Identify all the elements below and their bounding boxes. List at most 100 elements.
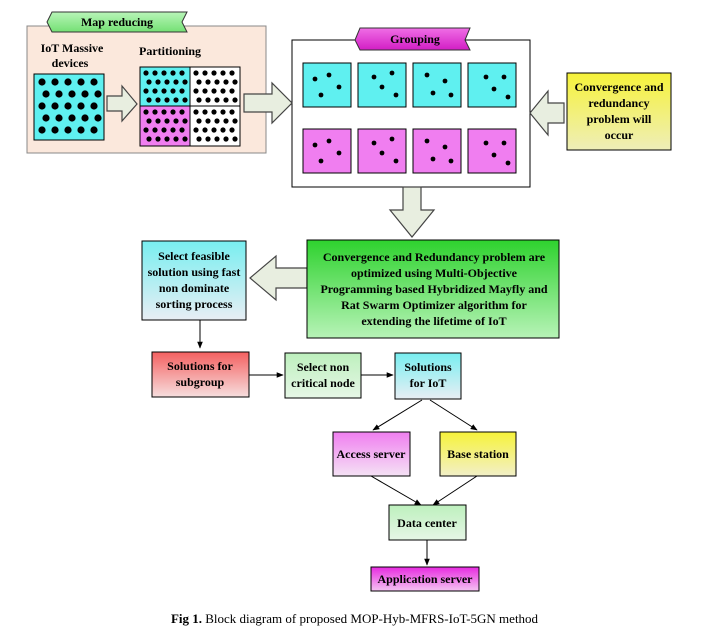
group-cell-cyan (467, 62, 517, 108)
convergence-note-line3: problem will (587, 112, 652, 126)
group-dot (371, 140, 377, 146)
partition-dot (196, 79, 202, 85)
partition-dot (196, 118, 202, 124)
partition-dot (220, 109, 226, 115)
partition-dot (182, 118, 188, 124)
group-dot (326, 72, 332, 78)
partition-dot (146, 97, 152, 103)
partition-dot (223, 136, 229, 142)
group-dot (312, 76, 318, 82)
iot-device-dots (38, 78, 102, 134)
partition-dot (232, 136, 238, 142)
partition-dot (146, 136, 152, 142)
partition-dot (193, 109, 199, 115)
partition-dot (202, 127, 208, 133)
partition-dot (211, 88, 217, 94)
arrow-optimizer-to-feasible (249, 254, 308, 302)
partition-dot (146, 79, 152, 85)
partition-dot (143, 88, 149, 94)
access-server-box (332, 431, 411, 477)
partition-dot (179, 109, 185, 115)
device-dot (42, 90, 50, 98)
optimizer-line3: Programming based Hybridized Mayfly and (320, 282, 547, 296)
group-dot (501, 140, 507, 146)
convergence-note-line2: redundancy (588, 96, 649, 110)
partition-dot (229, 127, 235, 133)
partition-dot (173, 136, 179, 142)
map-reducing-title: Map reducing (81, 15, 153, 29)
partition-dot (170, 109, 176, 115)
partition-dot (214, 97, 220, 103)
partition-dot (220, 70, 226, 76)
solutions-iot-line2: for IoT (410, 376, 447, 390)
device-dot (51, 102, 59, 110)
group-dot (483, 140, 489, 146)
partition-dot (182, 136, 188, 142)
iot-devices-label-1: IoT Massive (41, 41, 104, 55)
partition-dot (205, 136, 211, 142)
device-dot (38, 126, 46, 134)
partition-dot (173, 97, 179, 103)
group-dot (448, 158, 454, 164)
group-dot (312, 142, 318, 148)
group-dot (430, 90, 436, 96)
data-center-box (388, 504, 467, 541)
device-dot (55, 114, 63, 122)
select-feasible-line3: non dominate (159, 281, 230, 295)
partition-dot (193, 70, 199, 76)
partition-dot (229, 109, 235, 115)
optimizer-line1: Convergence and Redundancy problem are (323, 250, 546, 264)
arrow-grouping-to-optimizer (388, 186, 436, 238)
partition-dot (205, 97, 211, 103)
group-dot (424, 138, 430, 144)
device-dot (38, 78, 46, 86)
device-dot (90, 102, 98, 110)
optimizer-box (306, 239, 560, 339)
group-dot (491, 86, 497, 92)
optimizer-line2: optimized using Multi-Objective (351, 266, 518, 280)
partition-dot (223, 118, 229, 124)
group-cell-cyan (302, 62, 352, 108)
solutions-iot-box (394, 352, 462, 400)
partition-dot (205, 118, 211, 124)
partition-dot (205, 79, 211, 85)
group-dot (424, 72, 430, 78)
partition-dot (173, 118, 179, 124)
group-dot (336, 150, 342, 156)
convergence-note-line1: Convergence and (575, 80, 664, 94)
data-center-label: Data center (397, 516, 457, 530)
partition-dot (152, 109, 158, 115)
partition-dot (155, 136, 161, 142)
partition-dot (182, 97, 188, 103)
partition-dot (170, 88, 176, 94)
partition-dot (179, 127, 185, 133)
group-cell-cyan (412, 62, 462, 108)
arrow-convergence-to-grouping (529, 89, 565, 137)
group-dot (448, 92, 454, 98)
group-dot (501, 74, 507, 80)
grouping-banner: Grouping (354, 27, 471, 51)
partition-dot (161, 70, 167, 76)
group-cell-magenta (302, 128, 352, 174)
iot-devices-label-2: devices (52, 56, 89, 70)
partition-dot (179, 88, 185, 94)
partition-dot (202, 70, 208, 76)
application-server-label: Application server (378, 572, 474, 586)
partition-dot (214, 79, 220, 85)
partition-dot (193, 88, 199, 94)
solutions-iot-line1: Solutions (404, 360, 452, 374)
partition-dot (152, 70, 158, 76)
partition-dot (202, 109, 208, 115)
group-dot (491, 152, 497, 158)
group-dot (483, 74, 489, 80)
partition-dot (211, 127, 217, 133)
group-dot (393, 92, 399, 98)
partition-dot (220, 88, 226, 94)
device-dot (55, 90, 63, 98)
caption-text: Block diagram of proposed MOP-Hyb-MFRS-I… (202, 611, 539, 626)
select-feasible-line4: sorting process (156, 297, 233, 311)
partition-dot (155, 97, 161, 103)
convergence-note-line4: occur (605, 128, 634, 142)
partition-dot (143, 127, 149, 133)
